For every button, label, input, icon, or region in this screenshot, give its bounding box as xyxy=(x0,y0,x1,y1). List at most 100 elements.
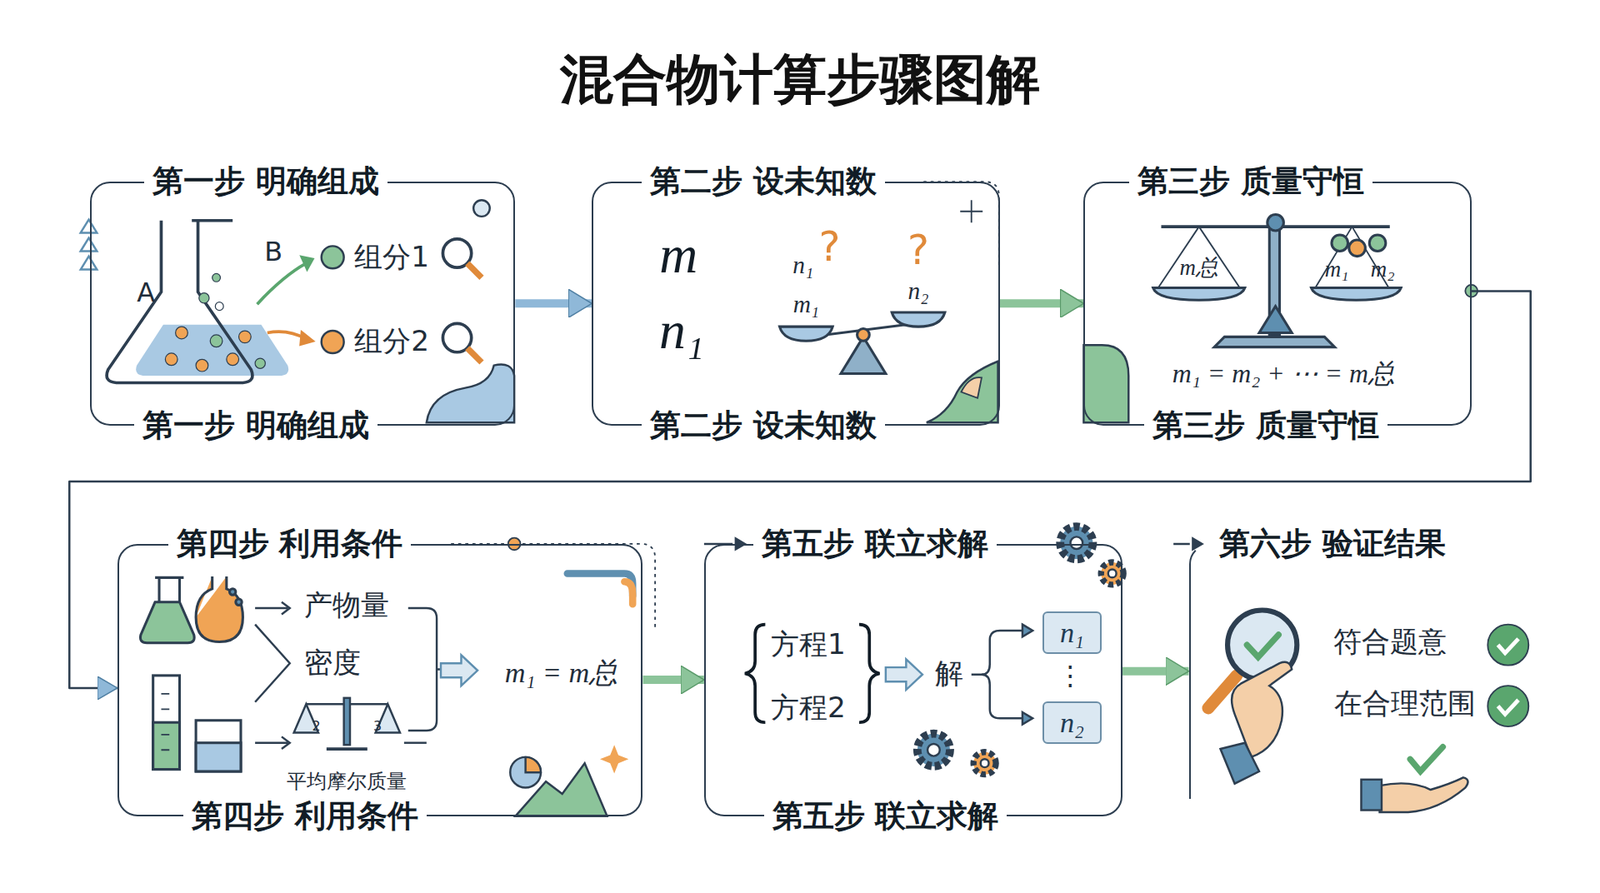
gear-icons xyxy=(973,752,996,775)
balance-scale xyxy=(1267,214,1285,231)
balance-scale xyxy=(1214,336,1335,347)
label-text: n₁ xyxy=(659,300,705,362)
flask xyxy=(135,325,289,376)
mini-scale xyxy=(294,704,400,733)
balance-scale xyxy=(1153,288,1245,301)
equation-braces xyxy=(859,625,880,724)
solution-fork xyxy=(1022,625,1033,725)
check-circles xyxy=(1487,625,1529,727)
panel-four-decor xyxy=(450,538,655,817)
step-heading: 第三步 质量守恒 xyxy=(1129,160,1373,202)
side-triangles xyxy=(80,256,98,270)
label-text: n₂ xyxy=(908,276,930,305)
heading-pointers xyxy=(1191,536,1205,551)
label-text: 产物量 xyxy=(304,586,390,625)
step-heading: 第五步 联立求解 xyxy=(764,795,1008,837)
seesaw xyxy=(780,326,834,341)
wave-decor xyxy=(426,365,515,424)
balance-scale xyxy=(1369,235,1386,252)
lab-glassware xyxy=(155,577,184,602)
flask xyxy=(165,353,178,366)
component-arrows xyxy=(301,257,312,269)
flask xyxy=(199,293,210,304)
flask xyxy=(210,335,223,348)
magnifier-icons xyxy=(467,263,482,278)
label-text: m₁ xyxy=(793,290,820,318)
panel-four-decor xyxy=(510,757,541,789)
check-circles xyxy=(1487,685,1529,727)
gear-icons xyxy=(1100,562,1124,585)
label-text: 方程1 xyxy=(770,625,846,665)
solution-fork xyxy=(971,630,1030,675)
panel-two-decor xyxy=(926,361,999,423)
flask xyxy=(175,326,189,340)
step-heading: 第六步 验证结果 xyxy=(1210,523,1455,565)
step-connector xyxy=(515,299,592,308)
mini-scale xyxy=(326,747,368,751)
unknown-value: n₁ xyxy=(1060,616,1085,650)
check-circles xyxy=(1498,639,1519,654)
step-connector xyxy=(1122,667,1190,676)
lab-glassware xyxy=(195,576,243,642)
panel-four-decor xyxy=(600,745,629,774)
lab-glassware xyxy=(160,694,170,750)
gear-icons xyxy=(917,734,950,767)
step-connector xyxy=(69,291,1530,689)
label-text: 组分1 xyxy=(354,238,430,277)
lab-glassware xyxy=(230,589,236,595)
panel-three-decor xyxy=(1083,345,1129,423)
check-magnifier xyxy=(1246,635,1279,658)
condition-arrows xyxy=(408,608,441,731)
flask xyxy=(255,358,265,369)
component-arrows xyxy=(300,332,312,344)
step-heading: 第一步 明确组成 xyxy=(144,160,388,202)
component-dots xyxy=(321,245,345,269)
component-dots xyxy=(473,200,490,217)
gear-icons xyxy=(1070,536,1083,550)
balance-scale xyxy=(1331,235,1349,252)
label-text: m₂ xyxy=(1370,256,1395,283)
step-heading: 第二步 设未知数 xyxy=(641,405,885,446)
condition-arrows xyxy=(255,625,290,703)
label-text: 在合理范围 xyxy=(1334,685,1476,724)
magnifier-icons xyxy=(467,348,482,363)
mini-scale xyxy=(344,698,350,745)
step-panel: 第六步 验证结果 xyxy=(1189,544,1541,800)
magnifier-icons xyxy=(442,323,471,352)
open-hand xyxy=(1360,780,1381,811)
label-text: ? xyxy=(819,223,841,271)
seesaw xyxy=(780,312,945,374)
label-text: ⋮ xyxy=(1057,660,1085,692)
label-text: m总 xyxy=(1180,252,1219,283)
label-text: 3 xyxy=(373,717,382,734)
panel-four-decor xyxy=(450,544,655,630)
flask xyxy=(215,302,224,311)
gear-icons xyxy=(1060,526,1093,560)
seesaw xyxy=(840,336,886,374)
panel-three-decor xyxy=(1083,285,1478,423)
lab-glassware xyxy=(235,599,242,605)
magnifier-icons xyxy=(442,239,482,363)
label-text: 符合题意 xyxy=(1333,623,1447,662)
side-triangles xyxy=(80,220,98,270)
step-heading: 第三步 质量守恒 xyxy=(1144,405,1388,446)
label-text: ? xyxy=(907,226,930,275)
label-text: n₁ xyxy=(792,251,814,280)
panel-two-decor xyxy=(960,200,983,223)
flask xyxy=(195,359,209,372)
balance-scale xyxy=(1259,306,1292,334)
side-triangles xyxy=(80,220,98,234)
mini-scale xyxy=(294,698,400,750)
panel-two-decor xyxy=(923,181,1000,268)
unknown-value: n₂ xyxy=(1060,706,1085,740)
step-heading: 第五步 联立求解 xyxy=(753,523,997,565)
label-text: m₁ = m₂ + ⋯ = m总 xyxy=(1172,355,1395,392)
magnifier-icons xyxy=(442,239,471,268)
lab-glassware xyxy=(195,743,241,772)
step-heading: 第四步 利用条件 xyxy=(183,795,427,837)
component-dots xyxy=(321,330,345,354)
balance-scale xyxy=(1153,214,1402,347)
